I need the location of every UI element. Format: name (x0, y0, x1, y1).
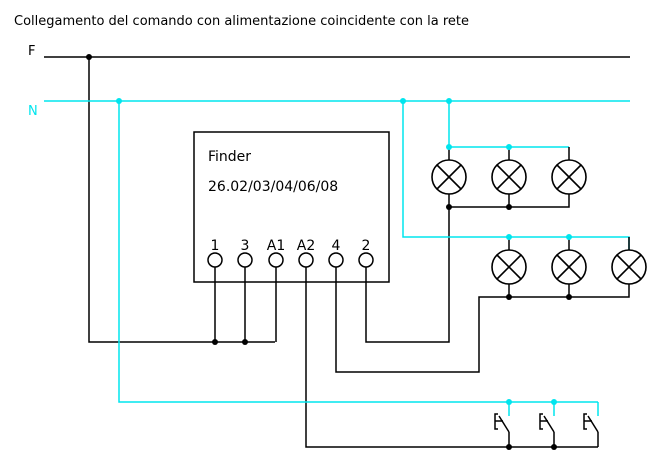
terminal-label: 3 (241, 238, 250, 254)
junction-dot (446, 144, 452, 150)
junction-dot (551, 399, 557, 405)
junction-dot (566, 294, 572, 300)
junction-dot (242, 339, 248, 345)
lamp-icon (551, 249, 587, 285)
junction-dot (446, 204, 452, 210)
terminal-label: 1 (211, 238, 220, 254)
junction-dot (86, 54, 92, 60)
lamp-icon (431, 159, 467, 195)
junction-dot (506, 444, 512, 450)
terminal-label: 4 (332, 238, 341, 254)
lamp-icon (551, 159, 587, 195)
terminal-label: A1 (267, 238, 285, 254)
relay-terminal: 1 (207, 238, 223, 268)
push-button-icon (494, 402, 510, 433)
junction-dot (446, 98, 452, 104)
lamp-icon (491, 159, 527, 195)
junction-dot (400, 98, 406, 104)
junction-dot (212, 339, 218, 345)
junction-dot (506, 234, 512, 240)
relay-terminal: 4 (328, 238, 344, 268)
relay-box (193, 131, 390, 283)
diagram-title: Collegamento del comando con alimentazio… (14, 14, 469, 29)
junction-dot (506, 399, 512, 405)
relay-terminal: A2 (297, 238, 315, 268)
lamp-icon (611, 249, 647, 285)
terminal-label: 2 (362, 238, 371, 254)
lamp-icon (491, 249, 527, 285)
relay-brand: Finder (208, 149, 251, 165)
relay-terminal: 3 (237, 238, 253, 268)
junction-dot (506, 204, 512, 210)
relay-model: 26.02/03/04/06/08 (208, 179, 338, 195)
phase-label: F (28, 44, 35, 59)
relay-terminal: 2 (358, 238, 374, 268)
phase-wires (44, 56, 630, 448)
junction-dot (506, 144, 512, 150)
push-button-icon (583, 402, 599, 433)
junction-dot (116, 98, 122, 104)
neutral-label: N (28, 104, 38, 119)
junction-dot (551, 444, 557, 450)
junction-dot (506, 294, 512, 300)
push-button-icon (539, 402, 555, 433)
terminal-label: A2 (297, 238, 315, 254)
relay-terminal: A1 (267, 238, 285, 268)
junction-dot (566, 234, 572, 240)
